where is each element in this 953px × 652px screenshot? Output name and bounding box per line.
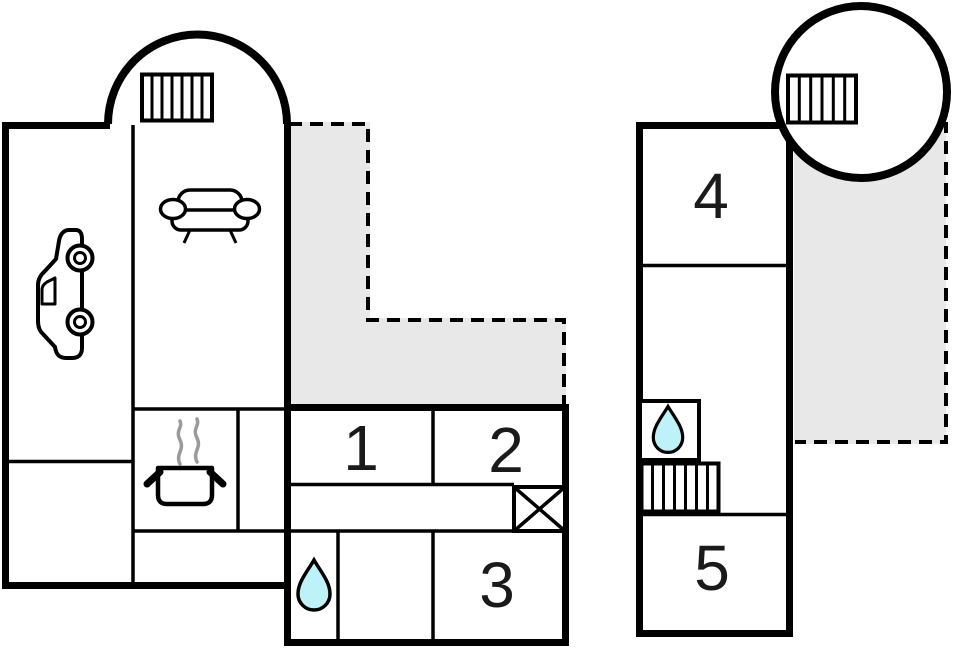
stairs-icon <box>140 72 214 123</box>
car-icon <box>36 228 95 360</box>
terrace-dashed-border <box>289 122 566 405</box>
outer-walls <box>2 122 569 646</box>
steam-icon <box>176 417 201 466</box>
cooking-pot-icon <box>143 417 227 507</box>
terrace-ground-floor <box>287 122 566 408</box>
stairs-icon <box>639 461 721 514</box>
room-label-2: 2 <box>488 414 524 486</box>
water-droplet-icon <box>296 556 332 612</box>
stairs-icon <box>786 73 858 125</box>
sofa-icon <box>158 188 262 244</box>
round-tower-outline <box>771 2 951 182</box>
room-label-3: 3 <box>479 549 515 621</box>
room-label-5: 5 <box>694 532 730 604</box>
water-droplet-icon <box>651 403 685 454</box>
window-cross-icon <box>512 485 567 533</box>
terrace-fill <box>287 122 566 408</box>
room-label-4: 4 <box>693 160 729 232</box>
upper-floor-outline <box>636 122 793 637</box>
room-label-1: 1 <box>343 412 379 484</box>
interior-walls <box>6 125 790 642</box>
